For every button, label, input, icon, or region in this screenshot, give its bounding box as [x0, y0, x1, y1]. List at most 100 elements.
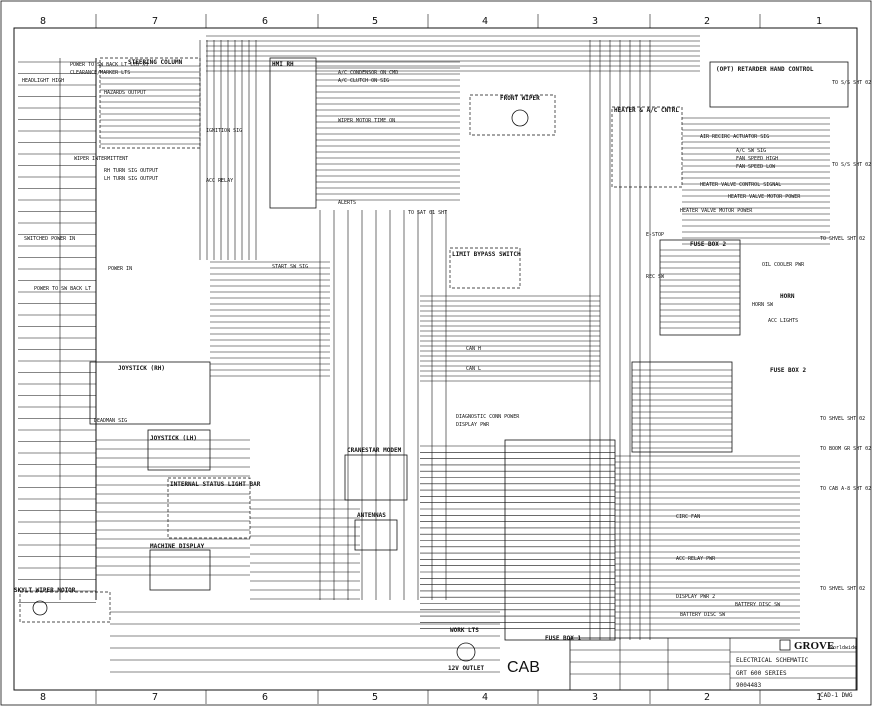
zone-label: 3 [592, 16, 598, 27]
zone-label: 7 [152, 16, 158, 27]
wire-label: HEADLIGHT HIGH [22, 78, 64, 84]
grove-logo-mark [779, 639, 791, 651]
zone-labels-top: 8 7 6 5 4 3 2 1 [40, 16, 822, 27]
steering-column-label: STEERING COLUMN [128, 59, 183, 66]
zone-label: 1 [816, 692, 822, 703]
front-wiper-block [469, 94, 556, 136]
wire-label: LH TURN SIG OUTPUT [104, 176, 158, 182]
battery-disc-label: BATTERY DISC SW [735, 602, 781, 608]
wire-label: WIPER MOTOR TIME ON [338, 118, 395, 124]
fuse-box-2-label: FUSE BOX 2 [690, 241, 727, 248]
front-wiper-label: FRONT WIPER [500, 95, 540, 102]
component-blocks: STEERING COLUMN HMI RH FRONT WIPER (OPT)… [14, 57, 849, 676]
zone-label: 1 [816, 16, 822, 27]
zone-label: 2 [704, 692, 710, 703]
sheet-id: CAD-1 DWG [820, 692, 853, 699]
zone-ticks [95, 14, 761, 704]
horn-label: HORN [780, 293, 795, 300]
wire-label: IGNITION SIG [206, 128, 242, 134]
machine-display-label: MACHINE DISPLAY [150, 543, 205, 550]
wire-label: SWITCHED POWER IN [24, 236, 75, 242]
sheet-ref: TO S/S SHT 02 [832, 162, 871, 168]
heater-ac-block [611, 106, 683, 188]
wire-label: DISPLAY PWR [456, 422, 490, 428]
sheet-border-inner [13, 27, 858, 691]
wire-label: DEADMAN SIG [94, 418, 127, 424]
zone-label: 6 [262, 16, 268, 27]
wiper-motor-symbol [511, 109, 529, 127]
limit-bypass-block [449, 247, 521, 289]
wire-label: A/C CONDENSOR ON CMD [338, 70, 398, 76]
sheet-ref: TO SHVEL SHT 02 [820, 236, 865, 242]
cranestar-block [344, 454, 408, 501]
wire-label: CIRC FAN [676, 514, 700, 520]
outlet-symbol [456, 642, 476, 662]
antennas-label: ANTENNAS [357, 512, 386, 519]
title-block: GROVE worldwide ELECTRICAL SCHEMATIC GRT… [569, 637, 857, 699]
hmi-label: HMI RH [272, 61, 294, 68]
wire-label: A/C SW SIG [736, 148, 766, 154]
zone-label: 8 [40, 692, 46, 703]
cab-label: CAB [507, 659, 540, 676]
work-lts-label: WORK LTS [450, 627, 479, 634]
retarder-label: (OPT) RETARDER HAND CONTROL [716, 66, 814, 73]
wire-label: A/C CLUTCH ON SIG [338, 78, 389, 84]
joystick-lh-block [147, 429, 211, 471]
wire-label: DISPLAY PWR 2 [676, 594, 715, 600]
title-block-frame [569, 637, 857, 691]
company-suffix: worldwide [830, 645, 857, 651]
sheet-ref: TO SHVEL SHT 02 [820, 416, 865, 422]
fuse-box-2-upper [659, 239, 741, 336]
wire-label: HEATER VALVE MOTOR POWER [680, 208, 753, 214]
wire-label: START SW SIG [272, 264, 308, 270]
wire-label: ACC LIGHTS [768, 318, 798, 324]
wire-labels: POWER TO SW BACK LT LED X5 CLEARANCE/MAR… [22, 62, 805, 618]
outlet-label: 12V OUTLET [448, 665, 485, 672]
fuse-box-2-lower-label: FUSE BOX 2 [770, 367, 807, 374]
fuse-box-2-lower [631, 361, 733, 453]
retarder-block [709, 61, 849, 108]
wire-label: POWER TO SW BACK LT [34, 286, 91, 292]
joystick-rh-block [89, 361, 211, 425]
zone-label: 6 [262, 692, 268, 703]
wire-label: REC SW [646, 274, 665, 280]
wire-label: ACC RELAY [206, 178, 233, 184]
cranestar-label: CRANESTAR MODEM [347, 447, 402, 454]
limit-bypass-label: LIMIT BYPASS SWITCH [452, 251, 521, 258]
status-light-bar-label: INTERNAL STATUS LIGHT BAR [170, 481, 261, 488]
antennas-block [354, 519, 398, 551]
wire-label: HORN SW [752, 302, 774, 308]
wire-label: HAZARDS OUTPUT [104, 90, 146, 96]
machine-display-block [149, 549, 211, 591]
zone-label: 5 [372, 16, 378, 27]
wire-label: HEATER VALVE CONTROL SIGNAL [700, 182, 781, 188]
wire-label: FAN SPEED HIGH [736, 156, 778, 162]
steering-column-block [99, 57, 201, 149]
wire-label: FAN SPEED LOW [736, 164, 776, 170]
zone-label: 4 [482, 16, 488, 27]
hmi-block [269, 57, 317, 209]
wire-label: CLEARANCE/MARKER LTS [70, 70, 130, 76]
zone-label: 2 [704, 16, 710, 27]
sheet-ref: TO SHVEL SHT 02 [820, 586, 865, 592]
wire-label: POWER TO SW BACK LT LED X5 [70, 62, 148, 68]
wire-label: ALERTS [338, 200, 356, 206]
model-name: GRT 600 SERIES [736, 670, 787, 677]
heater-ac-label: HEATER & A/C CNTRL [614, 107, 679, 114]
company-name: GROVE [794, 640, 834, 652]
skylight-label: SKYLT WIPER MOTOR [14, 587, 76, 594]
zone-label: 3 [592, 692, 598, 703]
sheet-ref: TO BOOM GR SHT 02 [820, 446, 871, 452]
wire-label: BATTERY DISC SW [680, 612, 726, 618]
wire-label: ACC RELAY PWR [676, 556, 716, 562]
heater-valve-label: HEATER VALVE MOTOR POWER [728, 194, 801, 200]
wire-label: CAN L [466, 366, 481, 372]
wire-network [18, 35, 830, 673]
wire-label: DIAGNOSTIC CONN POWER [456, 414, 520, 420]
drawing-title: ELECTRICAL SCHEMATIC [736, 657, 809, 664]
skylight-motor-symbol [32, 600, 48, 616]
zone-labels-bottom: 8 7 6 5 4 3 2 1 [40, 692, 822, 703]
